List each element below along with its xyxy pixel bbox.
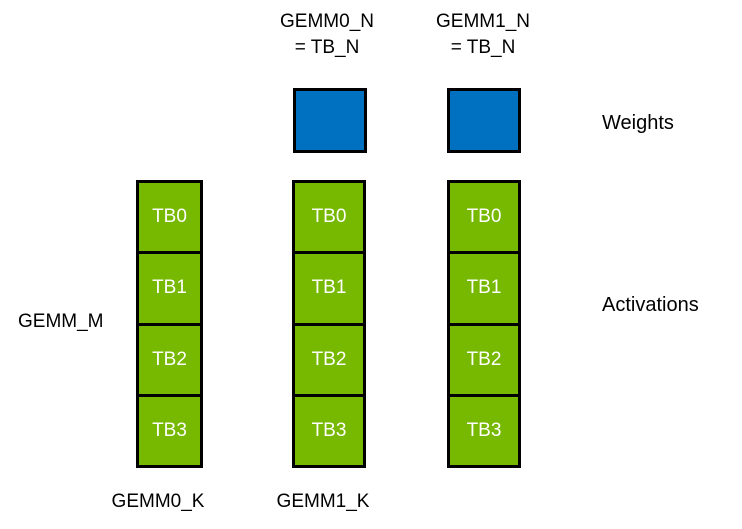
gemm0-n-line1: GEMM0_N <box>280 11 374 32</box>
gemm0-n-header: GEMM0_N = TB_N <box>280 9 374 61</box>
gemm1-k-label: GEMM1_K <box>276 491 370 512</box>
gemm0-n-line2: = TB_N <box>294 37 360 58</box>
tb-cell: TB3 <box>139 393 200 465</box>
gemm-m-label: GEMM_M <box>18 311 104 332</box>
activation-column-2: TB0 TB1 TB2 TB3 <box>447 180 521 468</box>
tb-cell: TB1 <box>139 251 200 322</box>
activation-column-0: TB0 TB1 TB2 TB3 <box>136 180 203 468</box>
tb-cell: TB2 <box>139 322 200 394</box>
gemm1-n-line2: = TB_N <box>450 37 516 58</box>
tb-cell: TB1 <box>450 251 518 322</box>
weights-block-gemm0 <box>293 88 367 153</box>
gemm0-k-label: GEMM0_K <box>111 491 205 512</box>
weights-block-gemm1 <box>447 88 521 153</box>
activations-label: Activations <box>602 294 699 316</box>
tb-cell: TB1 <box>295 251 363 322</box>
tb-cell: TB2 <box>295 322 363 394</box>
gemm1-n-line1: GEMM1_N <box>436 11 530 32</box>
tb-cell: TB2 <box>450 322 518 394</box>
tb-cell: TB0 <box>466 206 502 228</box>
weights-label: Weights <box>602 112 674 134</box>
tb-cell: TB3 <box>450 393 518 465</box>
tb-cell: TB0 <box>152 206 187 228</box>
activation-column-1: TB0 TB1 TB2 TB3 <box>292 180 366 468</box>
gemm1-n-header: GEMM1_N = TB_N <box>436 9 530 61</box>
tb-cell: TB0 <box>311 206 347 228</box>
tb-cell: TB3 <box>295 393 363 465</box>
